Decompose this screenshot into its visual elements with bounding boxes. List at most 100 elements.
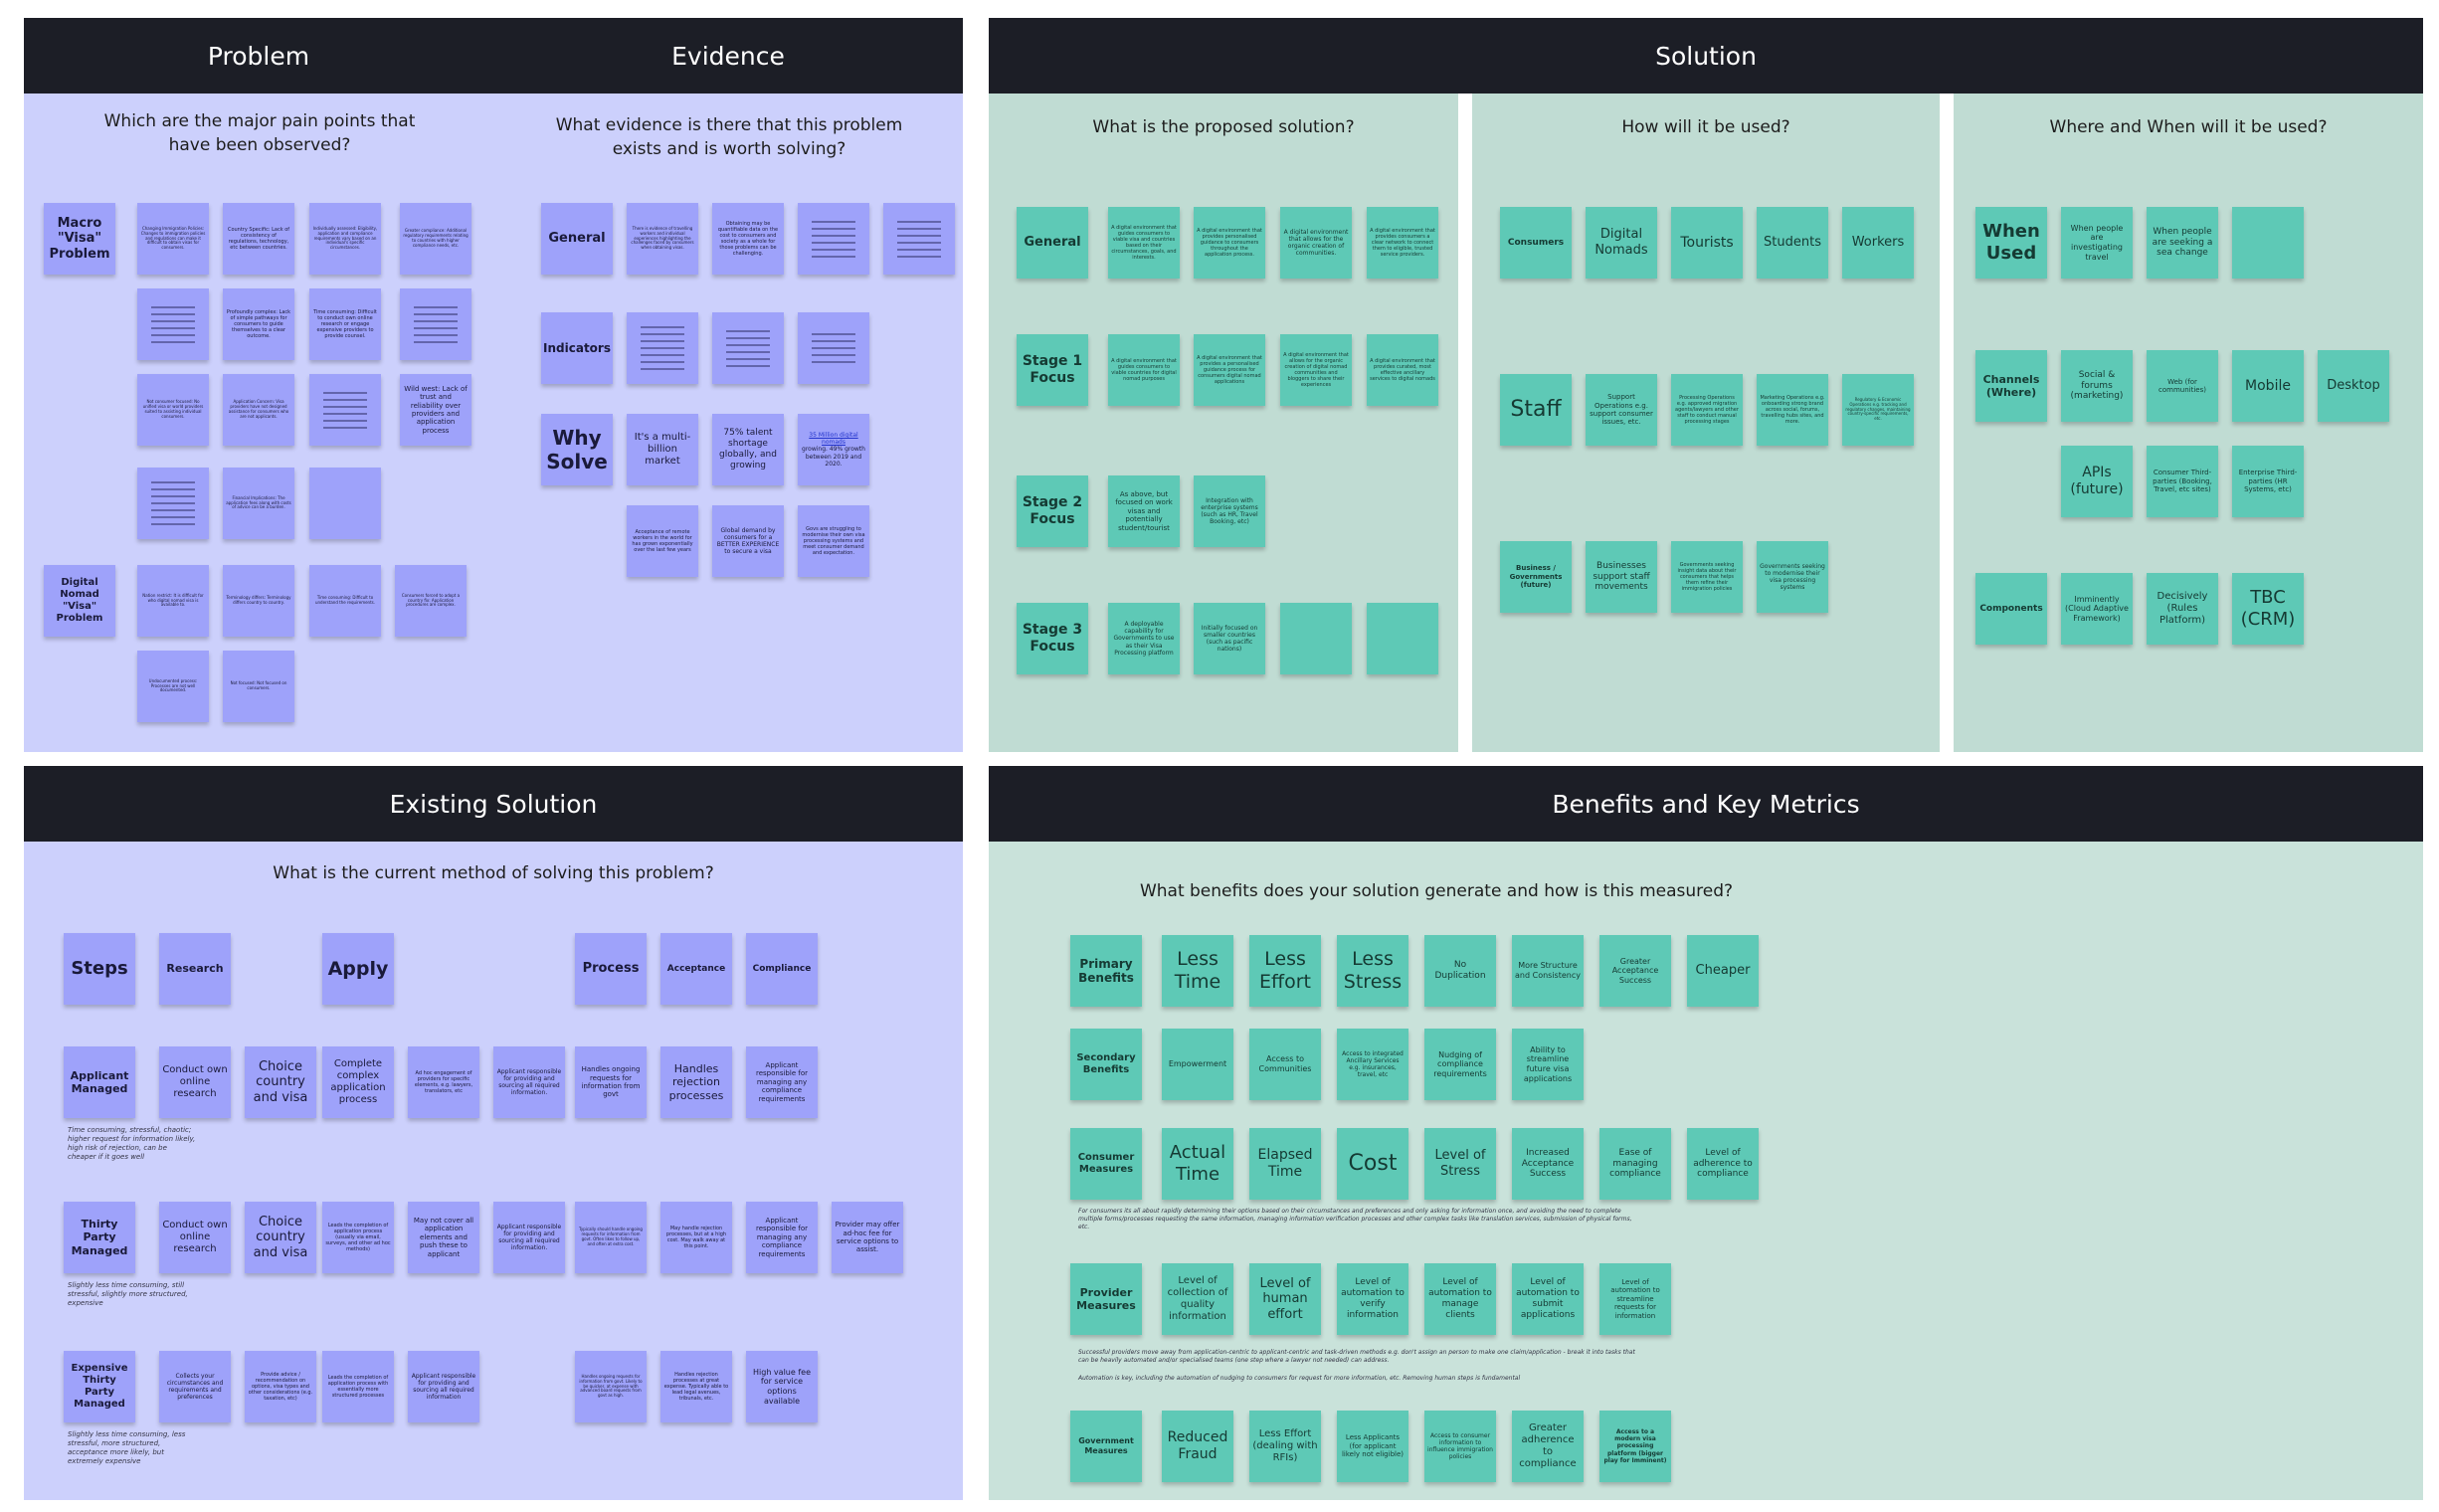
existing-note[interactable]: Provide advice / recommendation on optio… <box>245 1351 316 1422</box>
channel-note[interactable]: Desktop <box>2318 350 2389 422</box>
benefit-note[interactable]: Nudging of compliance requirements <box>1424 1029 1496 1100</box>
usage-note[interactable]: Businesses support staff movements <box>1586 541 1657 613</box>
solution-row-stage-1[interactable]: Stage 1 Focus <box>1017 334 1088 406</box>
measure-note[interactable]: Level of automation to submit applicatio… <box>1512 1263 1584 1335</box>
evidence-note-text-lines[interactable] <box>798 203 869 275</box>
problem-note[interactable]: Time consuming: Difficult to conduct own… <box>309 288 381 360</box>
evidence-note-text-lines[interactable] <box>883 203 955 275</box>
benefit-note[interactable]: Access to integrated Ancillary Services … <box>1337 1029 1408 1100</box>
step-acceptance[interactable]: Acceptance <box>660 933 732 1005</box>
solution-note[interactable]: A digital environment that guides consum… <box>1108 207 1180 279</box>
step-compliance[interactable]: Compliance <box>746 933 818 1005</box>
solution-note-empty[interactable] <box>1367 603 1438 674</box>
evidence-indicators-label[interactable]: Indicators <box>541 312 613 384</box>
existing-note[interactable]: Ad hoc engagement of providers for speci… <box>408 1046 479 1118</box>
why-note-govs[interactable]: Govs are struggling to modernise their o… <box>798 505 869 577</box>
step-research[interactable]: Research <box>159 933 231 1005</box>
usage-note[interactable]: Support Operations e.g. support consumer… <box>1586 374 1657 446</box>
step-process[interactable]: Process <box>575 933 647 1005</box>
problem-note[interactable]: Undocumented process: Processes are not … <box>137 651 209 722</box>
solution-note[interactable]: A digital environment that allows for th… <box>1280 334 1352 406</box>
measure-note[interactable]: Reduced Fraud <box>1162 1411 1233 1482</box>
problem-note[interactable]: Changing Immigration Policies: Changes t… <box>137 203 209 275</box>
measure-note[interactable]: Level of Stress <box>1424 1128 1496 1200</box>
problem-note[interactable]: Profoundly complex: Lack of simple pathw… <box>223 288 294 360</box>
problem-note[interactable]: Time consuming: Difficult to understand … <box>309 565 381 637</box>
problem-note[interactable]: Not focused: Not focused on consumers. <box>223 651 294 722</box>
usage-note[interactable]: Governments seeking insight data about t… <box>1671 541 1743 613</box>
where-channels-label[interactable]: Channels (Where) <box>1975 350 2047 422</box>
problem-note-text-lines[interactable] <box>137 288 209 360</box>
channel-note[interactable]: Mobile <box>2232 350 2304 422</box>
solution-note[interactable]: Initially focused on smaller countries (… <box>1194 603 1265 674</box>
measure-note[interactable]: Elapsed Time <box>1249 1128 1321 1200</box>
measure-note[interactable]: Cost <box>1337 1128 1408 1200</box>
benefit-note[interactable]: Access to Communities <box>1249 1029 1321 1100</box>
solution-note[interactable]: As above, but focused on work visas and … <box>1108 475 1180 547</box>
problem-note-empty[interactable] <box>309 468 381 539</box>
existing-note[interactable]: Complete complex application process <box>322 1046 394 1118</box>
measure-note[interactable]: Level of automation to streamline reques… <box>1599 1263 1671 1335</box>
evidence-general-label[interactable]: General <box>541 203 613 275</box>
channel-note[interactable]: APIs (future) <box>2061 446 2133 517</box>
measure-note[interactable]: Level of adherence to compliance <box>1687 1128 1759 1200</box>
benefit-note[interactable]: Less Stress <box>1337 935 1408 1007</box>
evidence-note[interactable]: There is evidence of travelling workers … <box>627 203 698 275</box>
existing-note[interactable]: Handles rejection processes at great exp… <box>660 1351 732 1422</box>
solution-row-stage-3[interactable]: Stage 3 Focus <box>1017 603 1088 674</box>
why-note-acceptance[interactable]: Acceptance of remote workers in the worl… <box>627 505 698 577</box>
existing-note[interactable]: High value fee for service options avail… <box>746 1351 818 1422</box>
why-note-nomads[interactable]: 35 Million digital nomads growing. 49% g… <box>798 414 869 485</box>
existing-note[interactable]: Applicant responsible for providing and … <box>493 1046 565 1118</box>
third-party-managed-label[interactable]: Thirty Party Managed <box>64 1202 135 1273</box>
evidence-note[interactable]: Obtaining may be quantifiable data on th… <box>712 203 784 275</box>
problem-note-text-lines[interactable] <box>137 468 209 539</box>
why-note-global[interactable]: Global demand by consumers for a BETTER … <box>712 505 784 577</box>
why-note-talent[interactable]: 75% talent shortage globally, and growin… <box>712 414 784 485</box>
problem-note[interactable]: Nation restrict: It is difficult for who… <box>137 565 209 637</box>
primary-benefits-label[interactable]: Primary Benefits <box>1070 935 1142 1007</box>
existing-note[interactable]: Conduct own online research <box>159 1046 231 1118</box>
existing-note[interactable]: May handle rejection processes, but at a… <box>660 1202 732 1273</box>
existing-note[interactable]: Collects your circumstances and requirem… <box>159 1351 231 1422</box>
solution-note[interactable]: A digital environment that guides consum… <box>1108 334 1180 406</box>
solution-note[interactable]: A digital environment that provides a pe… <box>1194 334 1265 406</box>
component-note[interactable]: Decisively (Rules Platform) <box>2147 573 2218 645</box>
existing-note[interactable]: Applicant responsible for managing any c… <box>746 1202 818 1273</box>
evidence-note-text-lines[interactable] <box>798 312 869 384</box>
usage-note[interactable]: Regulatory & Economic Operations e.g. tr… <box>1842 374 1914 446</box>
usage-note[interactable]: Processing Operations e.g. approved migr… <box>1671 374 1743 446</box>
digital-nomad-visa-problem-label[interactable]: Digital Nomad "Visa" Problem <box>44 565 115 637</box>
benefit-note[interactable]: Less Time <box>1162 935 1233 1007</box>
component-note[interactable]: Imminently (Cloud Adaptive Framework) <box>2061 573 2133 645</box>
usage-note[interactable]: Tourists <box>1671 207 1743 279</box>
existing-note[interactable]: Provider may offer ad-hoc fee for servic… <box>832 1202 903 1273</box>
problem-note-text-lines[interactable] <box>400 288 471 360</box>
existing-note[interactable]: May not cover all application elements a… <box>408 1202 479 1273</box>
usage-staff-label[interactable]: Staff <box>1500 374 1572 446</box>
problem-note[interactable]: Terminology differs: Terminology differs… <box>223 565 294 637</box>
measure-note[interactable]: Actual Time <box>1162 1128 1233 1200</box>
measure-note[interactable]: Level of automation to manage clients <box>1424 1263 1496 1335</box>
measure-note[interactable]: Level of human effort <box>1249 1263 1321 1335</box>
measure-note[interactable]: Increased Acceptance Success <box>1512 1128 1584 1200</box>
existing-note[interactable]: Handles ongoing requests for information… <box>575 1046 647 1118</box>
solution-note-empty[interactable] <box>1280 603 1352 674</box>
usage-business-label[interactable]: Business / Governments (future) <box>1500 541 1572 613</box>
usage-note[interactable]: Digital Nomads <box>1586 207 1657 279</box>
existing-note[interactable]: Handles rejection processes <box>660 1046 732 1118</box>
measure-note[interactable]: Access to a modern visa processing platf… <box>1599 1411 1671 1482</box>
usage-note[interactable]: Governments seeking to modernise their v… <box>1757 541 1828 613</box>
steps-label[interactable]: Steps <box>64 933 135 1005</box>
existing-note[interactable]: Handles ongoing requests for information… <box>575 1351 647 1422</box>
where-components-label[interactable]: Components <box>1975 573 2047 645</box>
channel-note[interactable]: Social & forums (marketing) <box>2061 350 2133 422</box>
problem-note[interactable]: Financial Implications: The application … <box>223 468 294 539</box>
measure-note[interactable]: Less Effort (dealing with RFIs) <box>1249 1411 1321 1482</box>
consumer-measures-label[interactable]: Consumer Measures <box>1070 1128 1142 1200</box>
expensive-third-party-label[interactable]: Expensive Thirty Party Managed <box>64 1351 135 1422</box>
existing-note[interactable]: Leads the completion of application proc… <box>322 1351 394 1422</box>
benefit-note[interactable]: Empowerment <box>1162 1029 1233 1100</box>
usage-note[interactable]: Marketing Operations e.g. onboarding str… <box>1757 374 1828 446</box>
solution-note[interactable]: A digital environment that provides cura… <box>1367 334 1438 406</box>
